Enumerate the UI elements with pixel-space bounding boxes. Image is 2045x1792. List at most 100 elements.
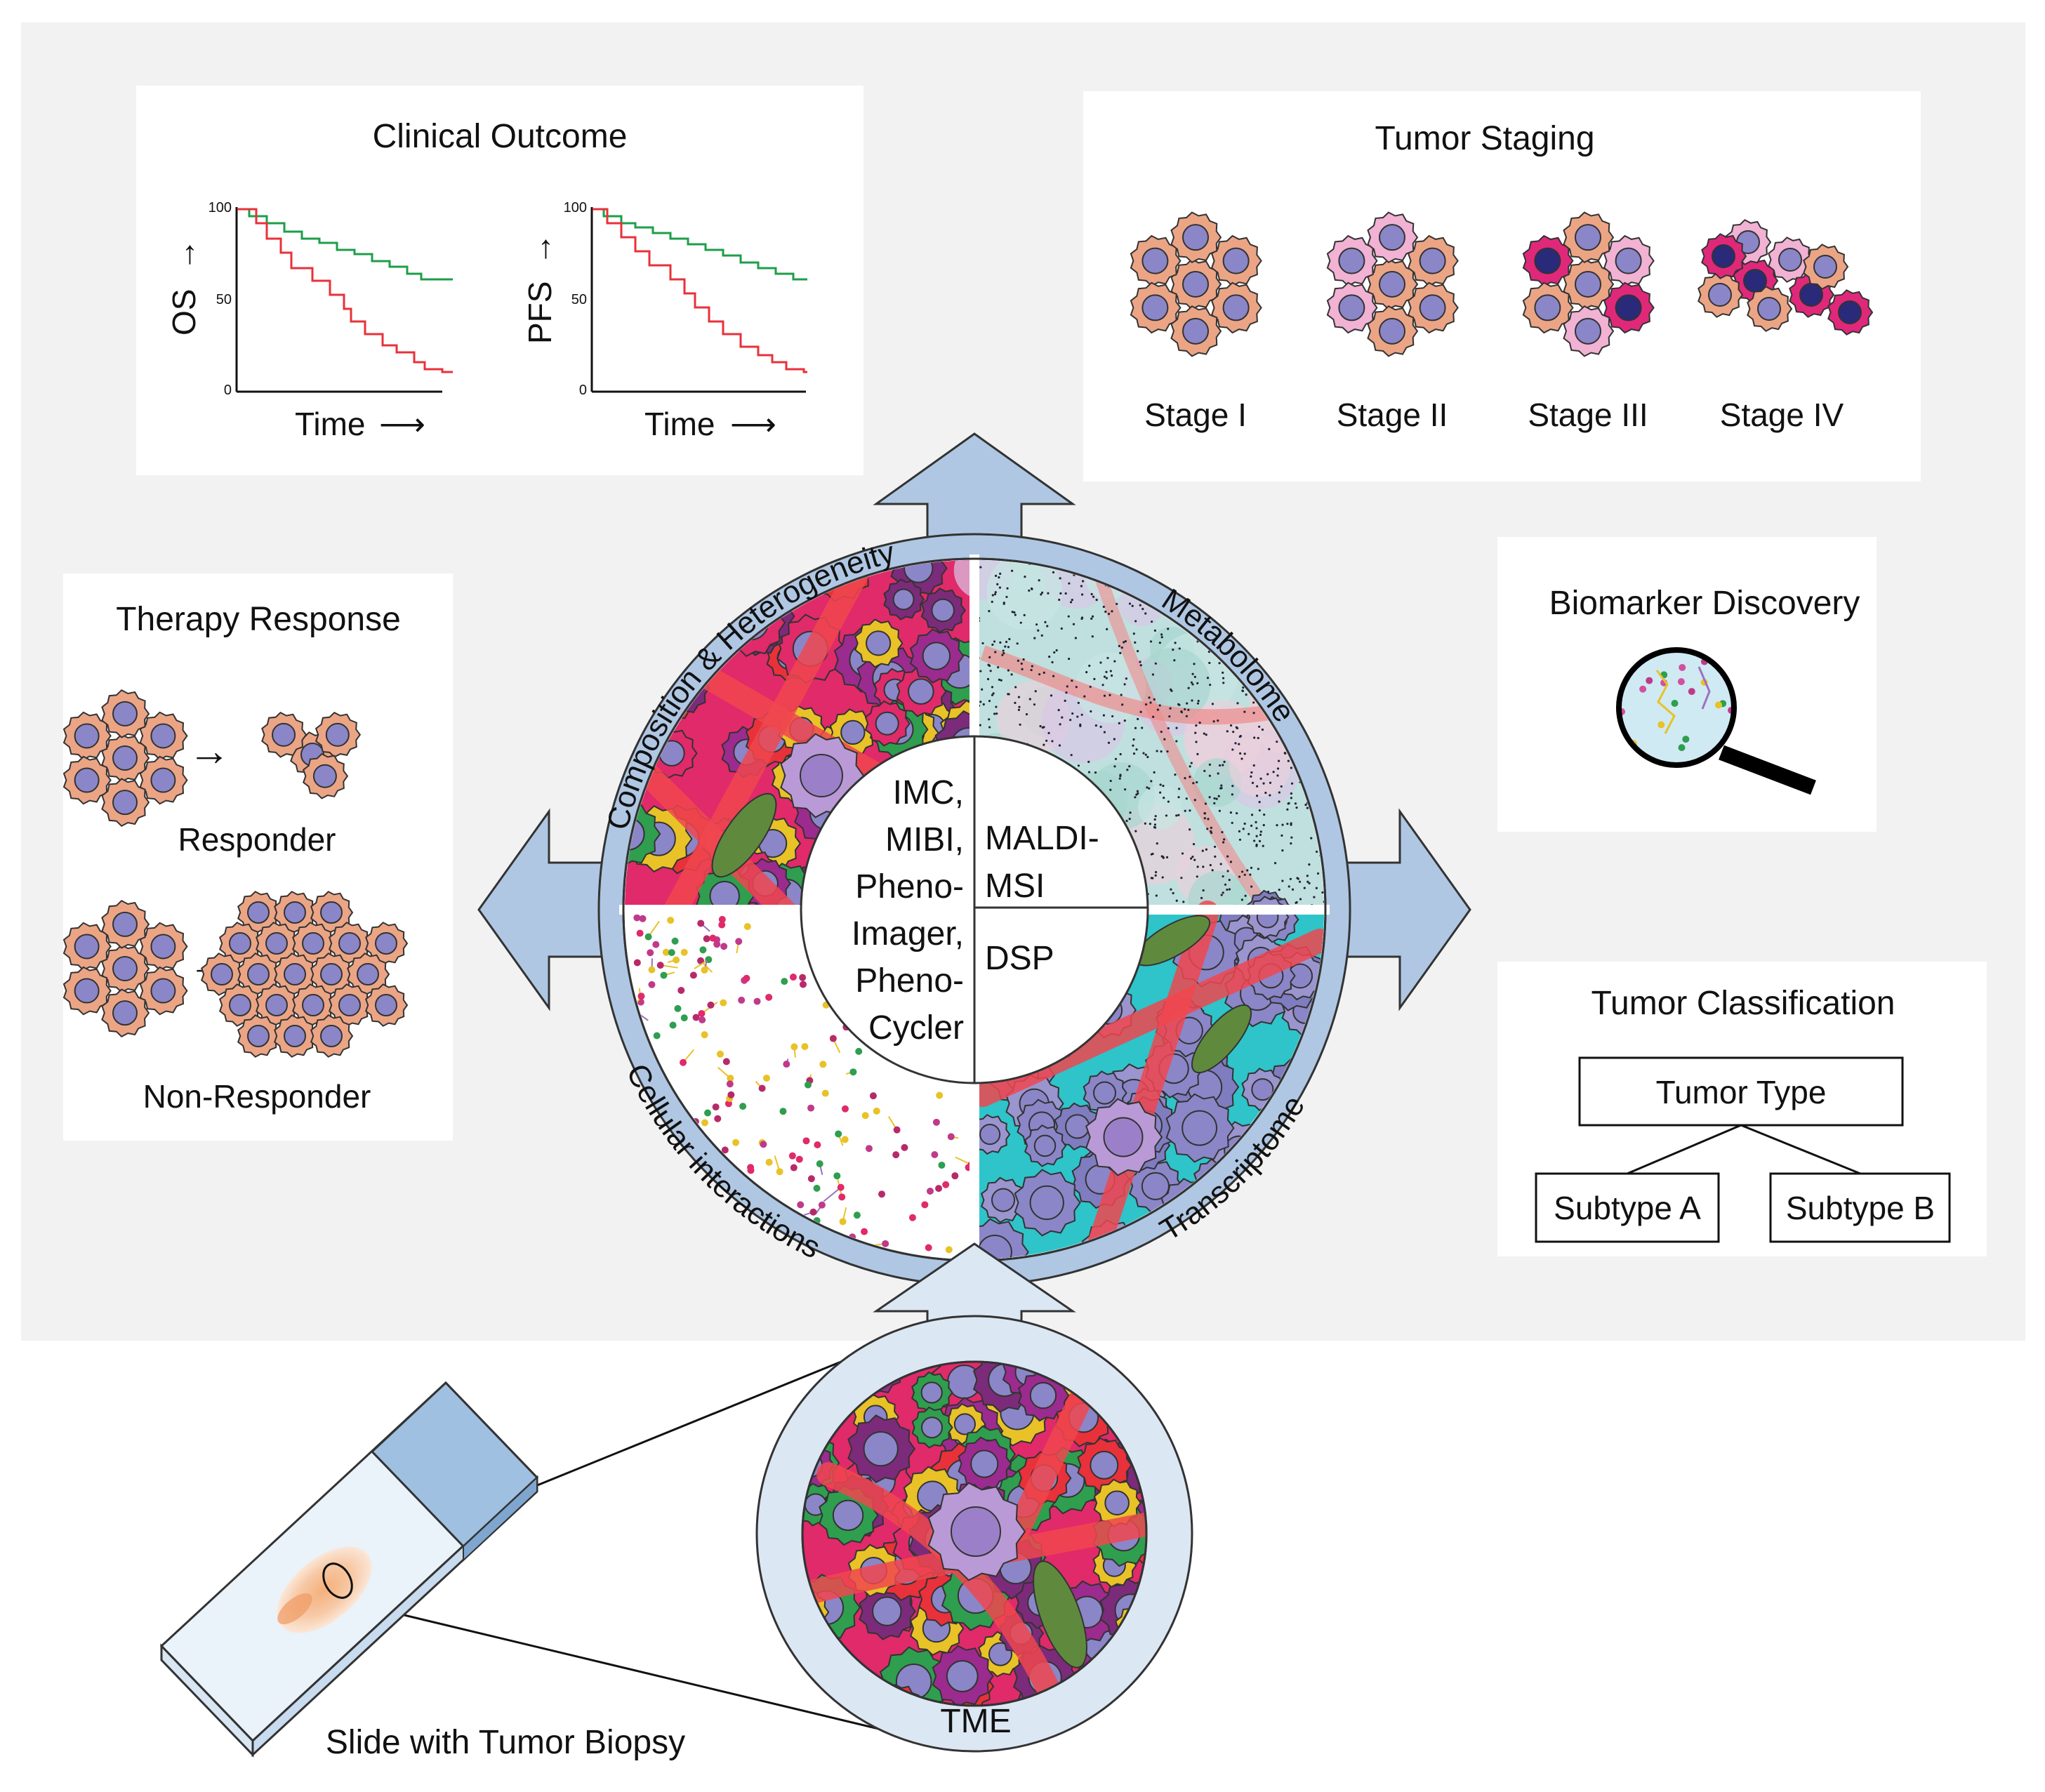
cell-nucleus [921,1416,944,1439]
cell-nucleus [229,994,251,1016]
cell-nucleus [800,754,843,797]
interaction-node [818,1201,826,1209]
metabolite-speck [979,670,982,672]
metabolite-speck [1090,592,1093,596]
metabolite-speck [1222,677,1225,679]
metabolite-speck [1163,738,1166,741]
metabolite-speck [1129,811,1132,814]
metabolite-speck [1213,845,1217,848]
metabolite-speck [1149,640,1153,643]
metabolite-speck [1105,670,1108,673]
tumor-cell [256,922,299,965]
metabolite-speck [1308,863,1311,866]
tme-tissue-edge [801,1360,1148,1707]
interaction-node [637,993,645,1000]
cell-nucleus [1251,1078,1274,1101]
metabolite-speck [1193,858,1196,861]
metabolite-speck [1118,722,1120,724]
metabolite-speck [1124,788,1127,791]
cell-nucleus [150,723,176,749]
cell-nucleus [991,1188,1016,1212]
metabolite-speck [1071,679,1073,682]
metabolite-speck [993,592,997,596]
interaction-node [835,1130,842,1138]
metabolite-speck [1249,873,1252,876]
metabolite-speck [1151,673,1155,676]
cell-nucleus [211,963,233,985]
tumor-cell [101,988,150,1038]
metabolite-speck [1278,791,1280,794]
metabolite-speck [1231,821,1233,824]
tumor-cell [1522,281,1574,334]
metabolite-speck [1150,877,1153,880]
cell-nucleus [802,1682,814,1706]
metabolite-speck [1210,826,1212,829]
interaction-node [882,1240,889,1247]
cell-nucleus [970,1449,999,1478]
cell-dot [653,1032,661,1040]
metabolite-speck [1017,659,1019,662]
metabolite-speck [1166,750,1169,753]
metabolite-speck [1002,602,1005,604]
metabolite-speck [1090,617,1093,620]
metabolite-speck [1159,783,1162,786]
metabolite-speck [1085,671,1088,674]
cell-dot [873,1107,880,1115]
pfs-tick-100: 100 [564,200,587,215]
metabolite-speck [1107,612,1111,616]
stage-1-cluster [1130,211,1262,357]
slide-label: Slide with Tumor Biopsy [326,1724,685,1761]
cell-nucleus [931,598,955,623]
cell-nucleus [150,767,176,793]
metabolite-speck [1091,615,1094,618]
metabolite-speck [1281,880,1284,882]
cell-dot [701,1031,708,1039]
metabolite-speck [1134,830,1137,832]
metabolite-speck [1193,663,1196,665]
metabolite-speck [1252,701,1255,704]
cell-nucleus [1103,1117,1144,1157]
metabolite-speck [1014,613,1017,616]
metabolite-speck [1050,694,1053,697]
metabolite-speck [1070,754,1073,757]
metabolite-speck [1195,724,1198,727]
cell-dot [945,1246,953,1254]
responder-arrow: → [188,727,230,774]
cell-nucleus [247,901,270,924]
metabolite-speck [1170,888,1172,891]
os-xlabel: Time [295,406,366,442]
metabolite-speck [1160,730,1163,734]
metabolite-speck [1150,780,1153,783]
metabolite-speck [1178,788,1181,790]
tumor-cell [1827,289,1874,336]
metabolite-speck [1040,634,1043,637]
cell-dot [861,1228,868,1235]
clinical-outcome-title: Clinical Outcome [373,118,628,155]
metabolite-speck [981,688,984,691]
metabolite-speck [1205,734,1207,736]
metabolite-speck [1139,604,1141,606]
metabolite-speck [1160,750,1163,753]
method-dsp: DSP [985,940,1054,977]
cell-dot [671,937,679,945]
metabolite-speck [1226,730,1229,733]
metabolite-speck [1152,715,1155,718]
metabolite-speck [1016,642,1019,645]
tumor-cell [365,983,409,1027]
tumor-cell [310,1014,354,1058]
interaction-node [829,1035,837,1042]
tumor-cell [329,983,372,1027]
metabolite-speck [1255,835,1258,837]
cell-nucleus [1137,1362,1146,1380]
tumor-cell [219,922,263,965]
metabolite-speck [1306,875,1309,877]
method-maldi: MALDI- [985,820,1099,857]
metabolite-speck [1243,710,1246,713]
stage-1-label: Stage I [1144,397,1247,433]
responder-after-cluster [261,711,362,799]
metabolite-speck [1316,872,1320,875]
cell-dot [799,981,807,988]
metabolite-speck [1262,823,1265,827]
cell-dot [833,1172,841,1180]
interaction-node [697,920,705,927]
